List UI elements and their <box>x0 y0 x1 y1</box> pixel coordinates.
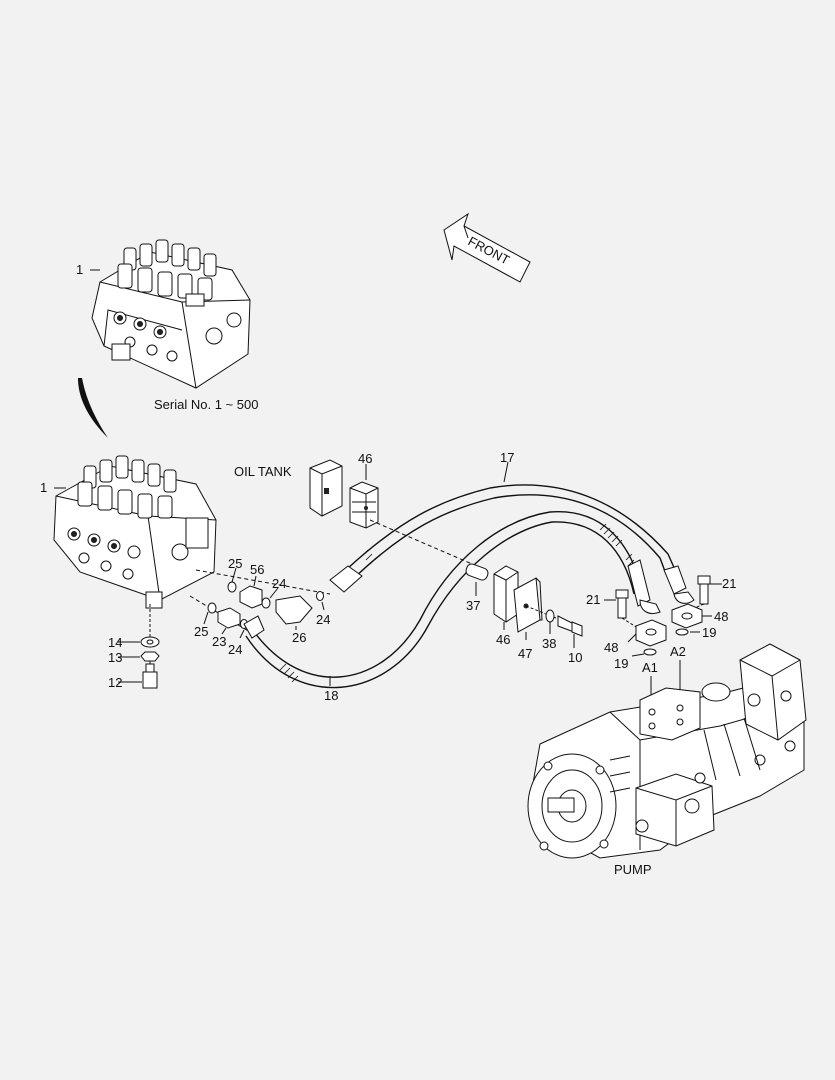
callout-18: 18 <box>324 688 338 703</box>
callout-38: 38 <box>542 636 556 651</box>
spacer-37 <box>369 519 489 596</box>
elbow-26 <box>275 595 313 625</box>
control-valve-serial-1-500 <box>91 239 251 389</box>
washer-38 <box>545 609 555 623</box>
bracket-47 <box>513 577 543 640</box>
pump-label: PUMP <box>614 862 652 877</box>
front-arrow: FRONT <box>443 212 531 283</box>
callout-14: 14 <box>108 635 122 650</box>
control-valve-main <box>53 455 217 609</box>
o-ring-19-left <box>643 648 657 656</box>
callout-24-mid: 24 <box>316 612 330 627</box>
connector-56 <box>239 585 263 609</box>
port-a1-label: A1 <box>642 660 658 675</box>
callout-21-right: 21 <box>722 576 736 591</box>
nut-13 <box>140 651 160 662</box>
bolt-stack <box>118 604 160 689</box>
callout-21-left: 21 <box>586 592 600 607</box>
o-ring-25-lower <box>207 602 217 614</box>
bolt-21-right <box>699 581 709 605</box>
hydraulic-pump <box>527 643 807 859</box>
clamp-46-upper <box>349 464 379 529</box>
o-ring-24-upper <box>261 597 271 609</box>
oil-tank-block <box>309 459 343 517</box>
callout-1-main: 1 <box>40 480 47 495</box>
callout-23: 23 <box>212 634 226 649</box>
callout-10: 10 <box>568 650 582 665</box>
port-a2-label: A2 <box>670 644 686 659</box>
bolt-21-left <box>617 595 627 619</box>
callout-19-right: 19 <box>702 625 716 640</box>
callout-56: 56 <box>250 562 264 577</box>
callout-24-upper: 24 <box>272 576 286 591</box>
bolt-10-washer-38 <box>525 605 583 648</box>
hose-17 <box>345 461 677 581</box>
callout-25-lower: 25 <box>194 624 208 639</box>
callout-25-upper: 25 <box>228 556 242 571</box>
callout-47: 47 <box>518 646 532 661</box>
callout-48-left: 48 <box>604 640 618 655</box>
hose-end-fittings <box>243 559 695 639</box>
serial-number-label: Serial No. 1 ~ 500 <box>154 397 258 412</box>
callout-46-lower: 46 <box>496 632 510 647</box>
bolt-12 <box>142 671 158 689</box>
callout-19-left: 19 <box>614 656 628 671</box>
callout-13: 13 <box>108 650 122 665</box>
flange-assembly-right <box>671 575 722 636</box>
o-ring-24-mid <box>316 591 324 601</box>
fittings-lower <box>189 595 251 639</box>
callout-17: 17 <box>500 450 514 465</box>
callout-46-upper: 46 <box>358 451 372 466</box>
callout-1-top: 1 <box>76 262 83 277</box>
hose-18 <box>245 511 643 689</box>
adapter-23 <box>217 607 241 629</box>
callout-37: 37 <box>466 598 480 613</box>
callout-26: 26 <box>292 630 306 645</box>
callout-12: 12 <box>108 675 122 690</box>
callout-48-right: 48 <box>714 609 728 624</box>
flange-assembly-left <box>604 589 667 657</box>
fittings-upper <box>195 567 331 630</box>
o-ring-19-right <box>675 628 689 636</box>
o-ring-25-upper <box>227 581 237 593</box>
transition-arrow <box>78 378 108 438</box>
oil-tank-label: OIL TANK <box>234 464 292 479</box>
callout-24-lower: 24 <box>228 642 242 657</box>
